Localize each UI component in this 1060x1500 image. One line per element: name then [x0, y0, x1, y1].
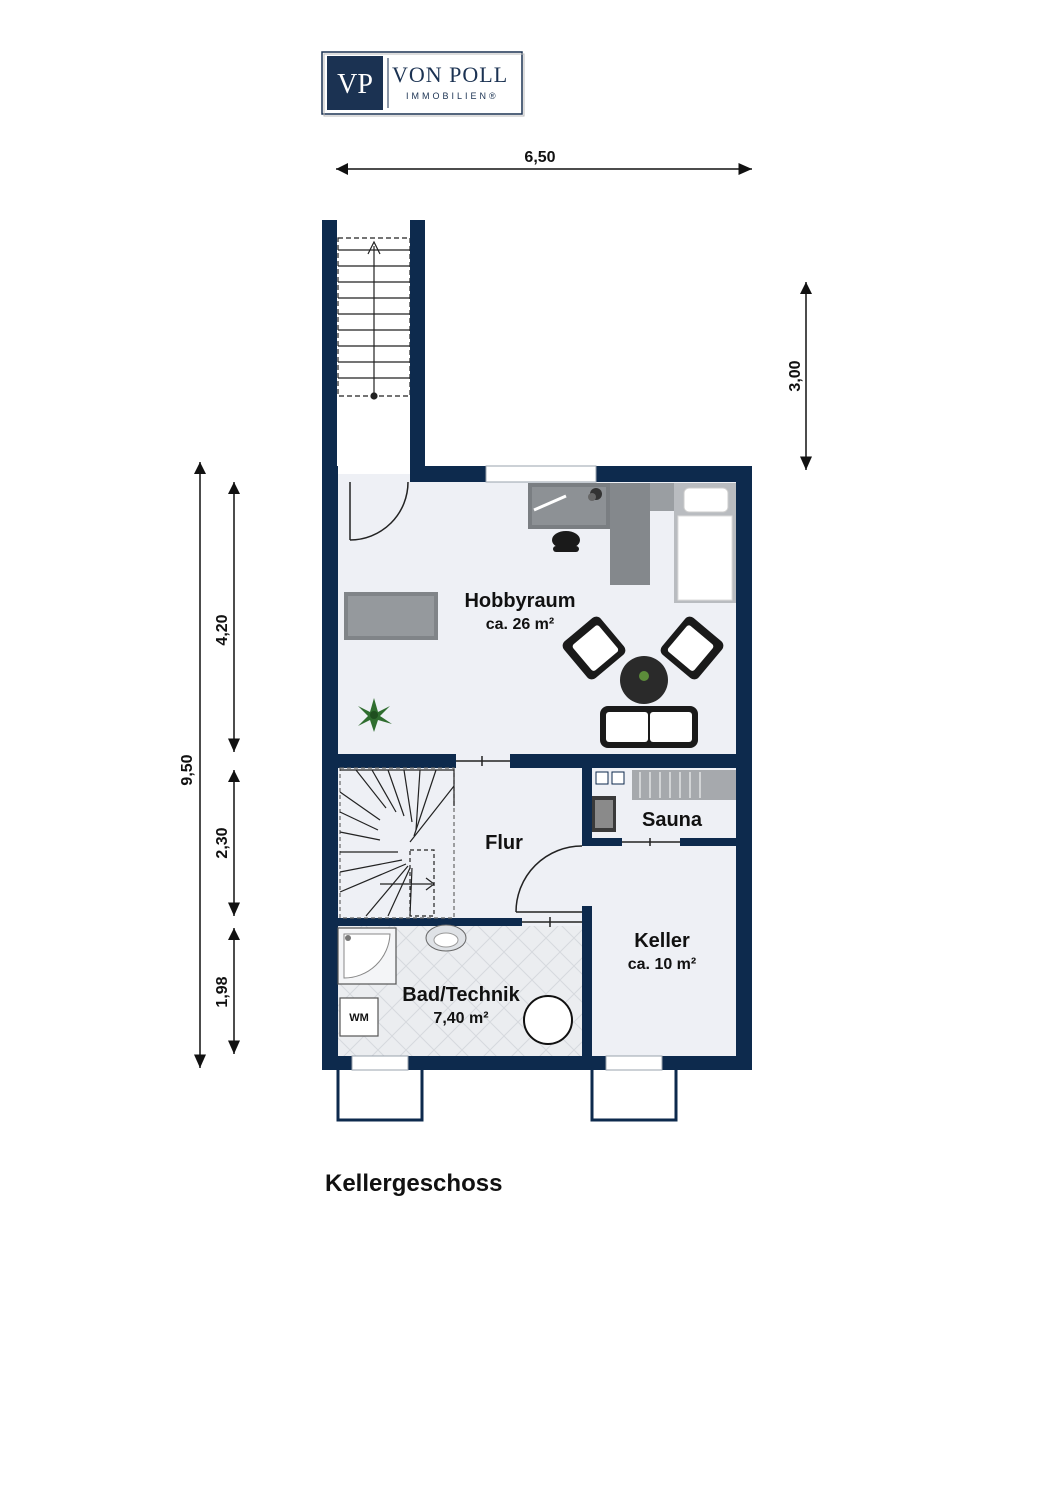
- sink: [425, 924, 467, 952]
- room-bad-name: Bad/Technik: [402, 984, 520, 1006]
- von-poll-logo: VP VON POLL IMMOBILIEN®: [321, 51, 525, 117]
- dim-top-width: 6,50: [524, 149, 555, 166]
- dim-left-hobby: 4,20: [214, 614, 231, 645]
- dim-right-height: 3,00: [787, 360, 804, 391]
- floor-title: Kellergeschoss: [325, 1170, 503, 1197]
- logo-monogram: VP: [337, 69, 373, 100]
- exterior-stairs: [337, 237, 411, 400]
- dim-left-flur: 2,30: [214, 827, 231, 858]
- windows: [351, 465, 663, 1071]
- sauna-bench: [632, 770, 736, 800]
- room-flur-name: Flur: [485, 832, 523, 854]
- sideboard: [344, 592, 438, 640]
- interior-stairs: [339, 767, 455, 919]
- room-bad-area: 7,40 m²: [433, 1010, 488, 1027]
- logo-subtitle: IMMOBILIEN®: [406, 91, 499, 101]
- logo-name: VON POLL: [392, 62, 508, 87]
- dim-left-total: 9,50: [179, 754, 196, 785]
- room-hobbyraum-name: Hobbyraum: [464, 590, 575, 612]
- bed: [674, 483, 736, 603]
- dim-left-bad: 1,98: [214, 976, 231, 1007]
- room-keller-area: ca. 10 m²: [628, 956, 696, 973]
- sauna-vents: [595, 771, 625, 785]
- shower: [337, 927, 397, 985]
- doors: [349, 481, 680, 927]
- armchair-left: [562, 616, 626, 680]
- sofa: [600, 706, 698, 748]
- wardrobe: [610, 483, 676, 585]
- office-chair: [552, 531, 580, 552]
- dimension-lines: [194, 163, 812, 1068]
- sauna-stove: [592, 796, 616, 832]
- plant-icon: [358, 698, 392, 732]
- stairwell-floor: [330, 226, 416, 474]
- washing-machine-label: WM: [349, 1012, 369, 1024]
- desk: [528, 483, 610, 529]
- room-hobbyraum-area: ca. 26 m²: [486, 616, 554, 633]
- washing-machine: [339, 997, 379, 1037]
- room-keller-name: Keller: [634, 930, 690, 952]
- coffee-table: [620, 656, 668, 704]
- logo-monogram-box: [327, 56, 383, 110]
- room-sauna-name: Sauna: [642, 809, 703, 831]
- heating-tank: [523, 995, 573, 1045]
- armchair-right: [660, 616, 724, 680]
- light-wells: [336, 1070, 678, 1122]
